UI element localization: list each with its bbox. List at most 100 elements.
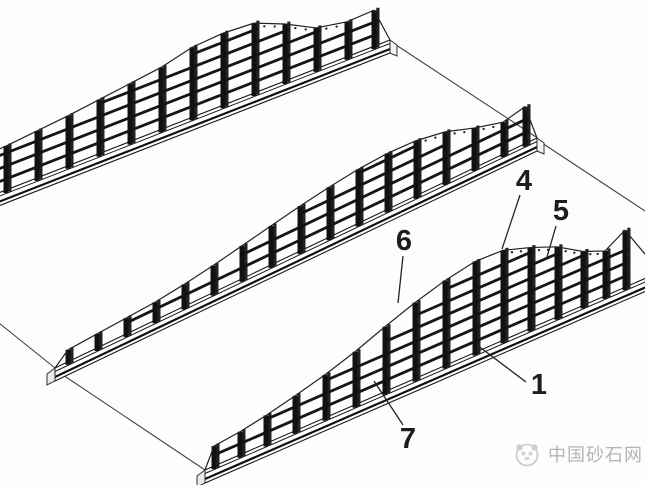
fence-front-wire-dot — [510, 251, 514, 254]
fence-front-back-post — [627, 227, 631, 289]
fence-middle-back-post — [302, 203, 306, 253]
fence-back-wire-dot — [325, 27, 328, 30]
fence-back-post — [371, 10, 377, 50]
fence-front-wire-dot — [596, 252, 599, 256]
fence-front-post — [211, 446, 217, 470]
fence-middle-post — [442, 131, 448, 185]
fence-back-back-post — [101, 97, 105, 156]
fence-front-post — [500, 250, 506, 344]
part-label-1: 1 — [530, 369, 548, 401]
fence-middle-back-post — [273, 223, 277, 267]
fence-back-back-post — [256, 20, 260, 95]
fence-front-wire-dot — [573, 251, 576, 254]
fence-middle-wire-dot — [482, 127, 485, 131]
fence-back-post — [344, 21, 350, 60]
part-label-6: 6 — [395, 225, 413, 257]
fence-front-back-post — [216, 443, 220, 468]
fence-middle-back-post — [389, 151, 393, 212]
fence-middle-wire-dot — [434, 136, 437, 139]
fence-middle-post — [326, 187, 332, 241]
fence-middle-back-post — [128, 315, 132, 336]
fence-back-post — [251, 23, 257, 97]
fence-front-back-post — [297, 393, 301, 433]
fence-back — [0, 7, 398, 206]
fence-middle-back-post — [527, 104, 531, 146]
fence-middle-back-post — [476, 125, 480, 170]
fence-middle-back-post — [157, 299, 161, 322]
fence-back-wire-dot — [263, 25, 266, 28]
fence-back-post — [189, 47, 195, 121]
fence-middle-post — [123, 318, 129, 338]
fence-middle-post — [384, 153, 390, 213]
part-label-5: 5 — [552, 195, 570, 227]
fence-back-wire-dot — [304, 28, 307, 31]
fence-middle-back-post — [505, 119, 509, 156]
fence-middle-post — [239, 245, 245, 282]
fence-front-wire-dot — [589, 252, 592, 256]
fence-front-post — [622, 230, 628, 291]
fence-front-back-post — [607, 248, 611, 298]
fence-middle — [46, 104, 545, 386]
fence-back-back-post — [318, 25, 322, 71]
fence-front-back-post — [327, 372, 331, 420]
fence-back-back-post — [194, 44, 198, 119]
fence-middle-back-post — [244, 243, 248, 281]
fence-middle-post — [500, 122, 506, 158]
fence-middle-right-cap — [536, 137, 545, 155]
fence-front-post — [527, 247, 533, 332]
fence-middle-wire-dot — [463, 130, 466, 134]
fence-back-post — [96, 99, 102, 157]
fence-middle-back-post — [418, 138, 422, 198]
fence-back-post — [3, 146, 9, 194]
fence-front-back-post — [447, 278, 451, 368]
watermark-text: 中国砂石网 — [548, 445, 643, 465]
fence-back-wire-dot — [273, 25, 276, 28]
fence-front-left-cap — [196, 469, 206, 485]
fence-middle-left-cap — [46, 367, 56, 386]
fence-middle-back-post — [99, 331, 103, 350]
fence-front-post — [602, 250, 608, 299]
fence-front-post — [237, 431, 243, 458]
fence-middle-post — [355, 169, 361, 227]
fence-front-post — [472, 261, 478, 356]
fence-back-wire-dot — [294, 26, 297, 30]
fence-middle-wire-dot — [424, 139, 427, 142]
label-leaders — [373, 194, 557, 426]
fence-back-back-post — [287, 21, 291, 83]
fence-middle-back-post — [360, 166, 364, 225]
fence-front-post — [412, 302, 418, 382]
fence-back-back-post — [132, 81, 136, 144]
fence-middle-back-post — [70, 347, 74, 364]
part-label-4: 4 — [515, 165, 533, 197]
fence-front-post — [382, 326, 388, 395]
fence-middle-top-wire — [54, 105, 538, 369]
fence-back-post — [65, 115, 71, 169]
fence-back-back-post — [8, 143, 12, 192]
part-label-7: 7 — [399, 423, 417, 455]
fence-front-post — [292, 395, 298, 434]
fence-middle-post — [210, 265, 216, 296]
fence-front-wire-dot — [537, 248, 541, 252]
fence-front-post — [580, 251, 586, 309]
fence-front-back-post — [268, 412, 272, 445]
fence-middle-post — [522, 106, 528, 147]
fence-front-top-wire — [204, 229, 645, 471]
fence-back-back-post — [163, 64, 167, 131]
fence-middle-post — [268, 225, 274, 268]
fence-front-wire-dot — [519, 250, 523, 253]
fence-front-post — [554, 246, 560, 320]
fence-back-post — [282, 24, 288, 85]
watermark-logo-icon — [515, 443, 539, 467]
fence-front-back-post — [585, 249, 589, 308]
fence-middle-post — [94, 333, 100, 351]
watermark: 中国砂石网 — [513, 439, 643, 469]
fence-middle-wire-dot — [492, 125, 495, 129]
fence-front-post — [322, 374, 328, 421]
fence-front-back-post — [477, 259, 481, 355]
fence-middle-post — [413, 140, 419, 199]
fence-back-back-post — [349, 19, 353, 59]
fence-middle-post — [471, 128, 477, 172]
fence-front-back-post — [559, 244, 563, 319]
fence-back-post — [220, 33, 226, 109]
